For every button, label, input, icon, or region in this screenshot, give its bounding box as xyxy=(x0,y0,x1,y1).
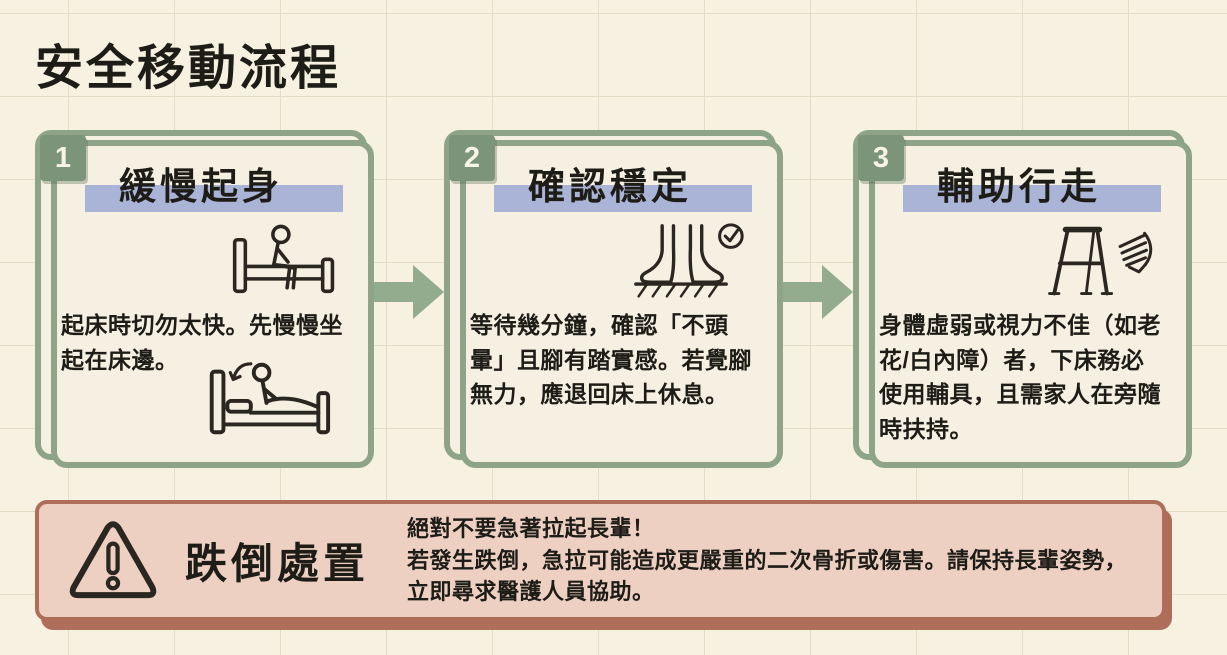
person-sitting-up-in-bed-icon xyxy=(197,354,335,444)
fall-response-warning-panel: 跌倒處置 絕對不要急著拉起長輩！ 若發生跌倒，急拉可能造成更嚴重的二次骨折或傷害… xyxy=(35,500,1166,621)
step-card-3: 3 輔助行走 身體虛弱或視力不佳（如老花/白內障） xyxy=(853,130,1192,468)
step-description: 等待幾分鐘，確認「不頭暈」且腳有踏實感。若覺腳無力，應退回床上休息。 xyxy=(470,312,752,407)
feet-on-ground-with-check-icon xyxy=(628,222,750,302)
flow-arrow-1 xyxy=(367,130,444,460)
step-description: 身體虛弱或視力不佳（如老花/白內障）者，下床務必使用輔具，且需家人在旁隨時扶持。 xyxy=(879,312,1161,442)
title-banner xyxy=(903,185,1161,212)
step-description: 起床時切勿太快。先慢慢坐起在床邊。 xyxy=(61,312,343,373)
step-number-badge: 3 xyxy=(858,135,904,181)
step-title: 輔助行走 xyxy=(937,166,1101,207)
step-number-badge: 2 xyxy=(449,135,495,181)
warning-lead-line: 絕對不要急著拉起長輩！ xyxy=(407,515,655,541)
title-banner xyxy=(494,185,752,212)
warning-body-line: 若發生跌倒，急拉可能造成更嚴重的二次骨折或傷害。請保持長輩姿勢，立即尋求醫護人員… xyxy=(407,547,1128,605)
walker-with-helping-hand-icon xyxy=(1037,222,1159,302)
step-card-2: 2 確認穩定 等待幾分鐘，確認「不頭暈」且腳有踏實感。若覺腳無力，應退回床上休息… xyxy=(444,130,783,468)
title-banner xyxy=(85,185,343,212)
flow-arrow-2 xyxy=(776,130,853,460)
page-title: 安全移動流程 xyxy=(35,42,342,95)
step-card-1: 1 緩慢起身 起床時切勿太快。先慢慢坐起在床邊。 xyxy=(35,130,374,468)
warning-title: 跌倒處置 xyxy=(185,540,370,587)
step-title: 緩慢起身 xyxy=(119,166,283,207)
step-title: 確認穩定 xyxy=(528,166,692,207)
warning-text: 絕對不要急著拉起長輩！ 若發生跌倒，急拉可能造成更嚴重的二次骨折或傷害。請保持長… xyxy=(407,513,1144,609)
warning-triangle-icon xyxy=(67,519,159,605)
step-number-badge: 1 xyxy=(40,135,86,181)
person-sitting-on-bed-edge-icon xyxy=(219,222,341,302)
steps-row: 1 緩慢起身 起床時切勿太快。先慢慢坐起在床邊。 xyxy=(35,130,1192,468)
